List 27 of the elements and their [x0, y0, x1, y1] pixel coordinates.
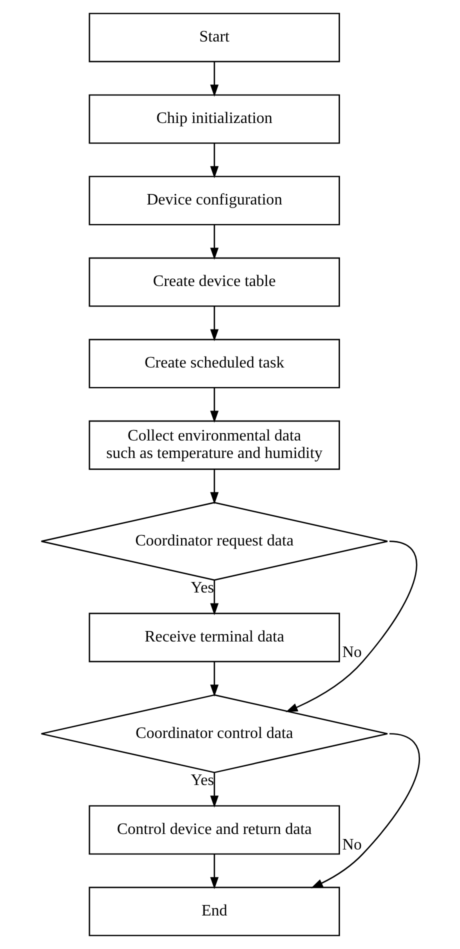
arrow — [210, 662, 218, 697]
edge-label: Yes — [190, 579, 214, 596]
node-diamond: Coordinator request data — [40, 502, 388, 581]
arrow — [210, 772, 218, 808]
node-box: Chip initialization — [88, 94, 340, 144]
edge-label: Yes — [190, 772, 214, 789]
arrow — [210, 62, 218, 97]
arrow — [310, 733, 420, 888]
node-box: Start — [88, 12, 340, 62]
arrow — [210, 580, 218, 616]
node-box: End — [88, 886, 340, 936]
arrow — [285, 540, 417, 712]
arrow — [210, 854, 218, 890]
arrow — [210, 143, 218, 178]
arrow — [210, 470, 218, 504]
node-box: Receive terminal data — [88, 612, 340, 662]
node-box: Control device and return data — [88, 805, 340, 855]
edge-label: No — [342, 836, 362, 854]
node-box: Create device table — [88, 257, 340, 307]
arrow — [210, 306, 218, 342]
node-box: Device configuration — [88, 176, 340, 226]
arrow — [210, 388, 218, 423]
edge-label: No — [342, 644, 362, 662]
node-box: Collect environmental data such as temperature and humidity — [88, 420, 340, 470]
node-diamond: Coordinator control data — [40, 694, 388, 774]
arrow — [210, 224, 218, 260]
node-box: Create scheduled task — [88, 338, 340, 388]
